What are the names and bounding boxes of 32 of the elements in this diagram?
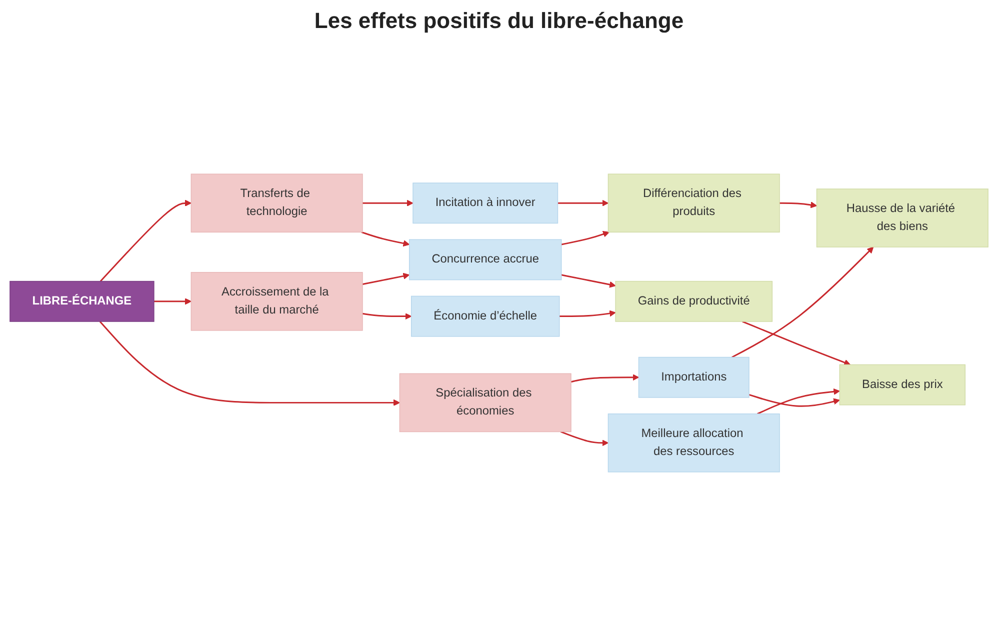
arrow: [154, 298, 192, 305]
arrow: [561, 274, 616, 288]
node-box: Différenciation des produits: [608, 174, 780, 233]
arrow: [99, 321, 400, 406]
diagram-title: Les effets positifs du libre-échange: [313, 8, 685, 34]
arrow: [362, 272, 410, 285]
arrow: [361, 231, 410, 247]
node-box: Spécialisation des économies: [399, 373, 572, 432]
arrow: [362, 200, 414, 206]
node-box: Concurrence accrue: [408, 239, 562, 280]
node-box: Importations: [638, 356, 750, 398]
arrow: [732, 246, 874, 358]
arrow: [742, 320, 851, 366]
arrow: [561, 230, 610, 246]
arrow: [748, 394, 840, 407]
node-box: Meilleure allocation des ressources: [608, 413, 780, 472]
node-box: Gains de productivité: [615, 280, 773, 322]
arrow: [560, 431, 609, 446]
node-box: Incitation à innover: [412, 182, 558, 224]
arrow: [362, 312, 412, 320]
arrow: [757, 388, 840, 415]
arrow: [559, 310, 616, 318]
node-box: Transferts de technologie: [190, 174, 363, 233]
arrow: [558, 200, 609, 206]
node-box: Hausse de la variété des biens: [816, 188, 988, 248]
node-box: Baisse des prix: [839, 364, 966, 406]
arrow: [570, 374, 640, 383]
arrow: [780, 202, 818, 208]
arrow: [100, 200, 192, 282]
node-box: Accroissement de la taille du marché: [190, 272, 363, 331]
node-box: LIBRE-ÉCHANGE: [10, 280, 154, 322]
node-box: Économie d’échelle: [410, 296, 560, 337]
